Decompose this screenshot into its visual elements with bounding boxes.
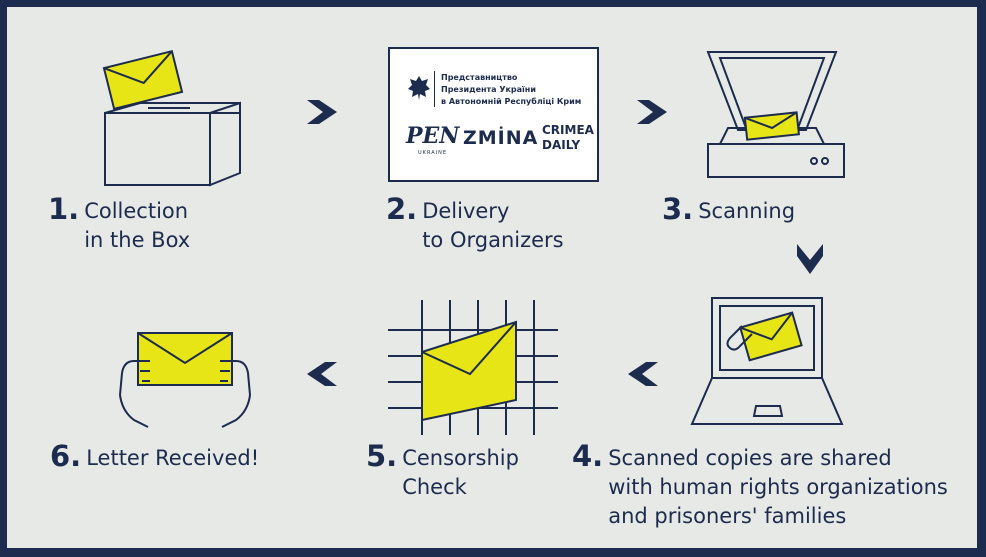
arrow-right-icon <box>307 100 337 124</box>
arrow-right-icon <box>637 100 667 124</box>
step-6-label: 6.Letter Received! <box>50 442 259 474</box>
step-1-text: Collection in the Box <box>84 199 191 252</box>
censorship-grid-icon <box>388 300 558 435</box>
step-2-text: Delivery to Organizers <box>422 199 564 252</box>
zmina-logo: ZMİNA <box>463 127 539 149</box>
step-1-label: 1.Collection in the Box <box>48 195 190 255</box>
step-5-number: 5. <box>366 439 398 473</box>
emblem-icon <box>408 76 430 100</box>
card-divider <box>434 71 435 107</box>
step-2-label: 2.Delivery to Organizers <box>386 195 564 255</box>
step-1-number: 1. <box>48 192 80 226</box>
step-5-text: Censorship Check <box>402 446 519 499</box>
step-4-text: Scanned copies are shared with human rig… <box>608 446 948 528</box>
organization-name: Представництво Президента України в Авто… <box>441 73 582 106</box>
pen-logo-subtitle: UKRAINE <box>418 150 448 156</box>
laptop-icon <box>690 297 844 425</box>
crimea-daily-logo: CRIMEA DAILY <box>542 123 594 152</box>
organizers-card: Представництво Президента України в Авто… <box>388 47 599 182</box>
step-6-text: Letter Received! <box>86 446 260 470</box>
hands-letter-icon <box>118 332 252 428</box>
pen-logo: PEN <box>406 123 460 149</box>
arrow-left-icon <box>628 362 658 386</box>
arrow-left-icon <box>307 362 337 386</box>
arrow-down-icon <box>797 244 823 274</box>
step-3-number: 3. <box>662 192 694 226</box>
step-4-number: 4. <box>572 439 604 473</box>
scanner-icon <box>706 51 845 178</box>
step-3-text: Scanning <box>698 199 796 223</box>
ballot-box-icon <box>102 49 241 187</box>
step-2-number: 2. <box>386 192 418 226</box>
step-3-label: 3.Scanning <box>662 195 795 227</box>
step-6-number: 6. <box>50 439 82 473</box>
step-5-label: 5.Censorship Check <box>366 442 519 502</box>
step-4-label: 4.Scanned copies are shared with human r… <box>572 442 948 531</box>
